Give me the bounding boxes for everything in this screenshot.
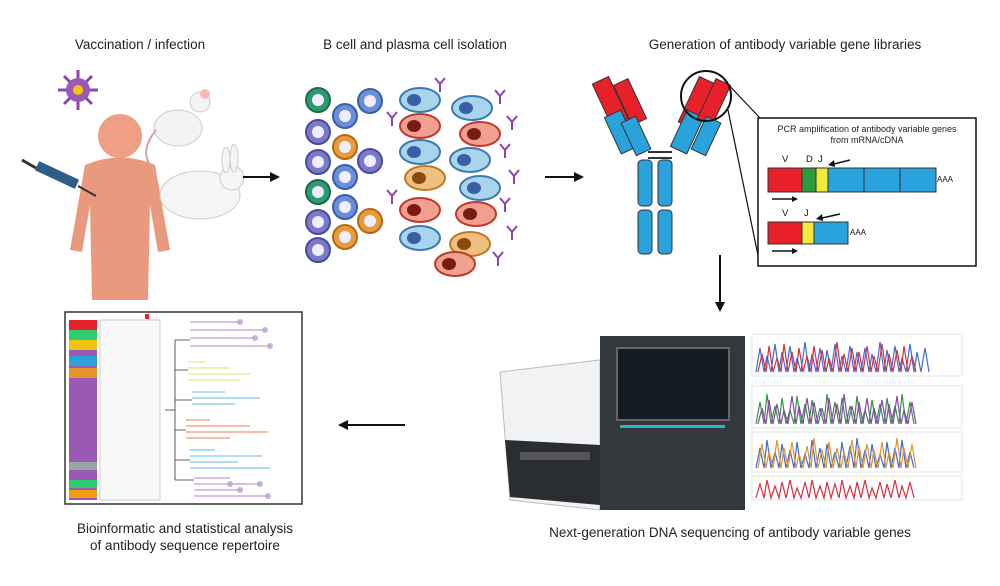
sequencer-screen bbox=[616, 347, 730, 421]
step-label-isolation: B cell and plasma cell isolation bbox=[323, 37, 507, 52]
light-j-label: J bbox=[804, 208, 809, 219]
analysis-line1: Bioinformatic and statistical analysis bbox=[76, 521, 294, 536]
virus-icon bbox=[58, 70, 98, 110]
arrow-vaccination-to-isolation bbox=[243, 172, 280, 182]
pcr-title-line2: from mRNA/cDNA bbox=[830, 135, 904, 145]
light-chain-gene bbox=[767, 213, 849, 254]
pcr-title: PCR amplification of antibody variable g… bbox=[762, 124, 972, 146]
human-figure bbox=[70, 114, 170, 300]
b-cells bbox=[305, 87, 383, 263]
light-v-label: V bbox=[782, 208, 789, 219]
step-label-vaccination: Vaccination / infection bbox=[74, 37, 206, 52]
plasma-cells bbox=[399, 87, 501, 277]
chromatograms bbox=[751, 333, 963, 501]
step-label-libraries: Generation of antibody variable gene lib… bbox=[648, 37, 922, 52]
phylogenetic-tree bbox=[64, 311, 303, 505]
heavy-j-label: J bbox=[818, 154, 823, 165]
rabbit-icon bbox=[159, 143, 245, 220]
arrow-libraries-to-sequencing bbox=[715, 255, 725, 312]
analysis-line2: of antibody sequence repertoire bbox=[90, 538, 280, 553]
step-label-analysis: Bioinformatic and statistical analysis o… bbox=[40, 520, 330, 554]
heavy-d-label: D bbox=[806, 154, 813, 165]
antibody-glyphs bbox=[386, 77, 520, 266]
step-label-sequencing: Next-generation DNA sequencing of antibo… bbox=[549, 525, 911, 540]
heavy-chain-gene bbox=[767, 159, 937, 202]
arrow-isolation-to-libraries bbox=[545, 172, 584, 182]
mouse-icon bbox=[145, 89, 211, 166]
arrow-sequencing-to-analysis bbox=[338, 420, 405, 430]
syringe-icon bbox=[21, 158, 97, 197]
heavy-v-label: V bbox=[782, 154, 789, 165]
light-tail-label: AAA bbox=[850, 228, 867, 237]
sequencer-machine bbox=[499, 336, 745, 511]
pcr-title-line1: PCR amplification of antibody variable g… bbox=[777, 124, 957, 134]
antibody-molecule bbox=[591, 75, 732, 255]
heavy-tail-label: AAA bbox=[937, 175, 954, 184]
